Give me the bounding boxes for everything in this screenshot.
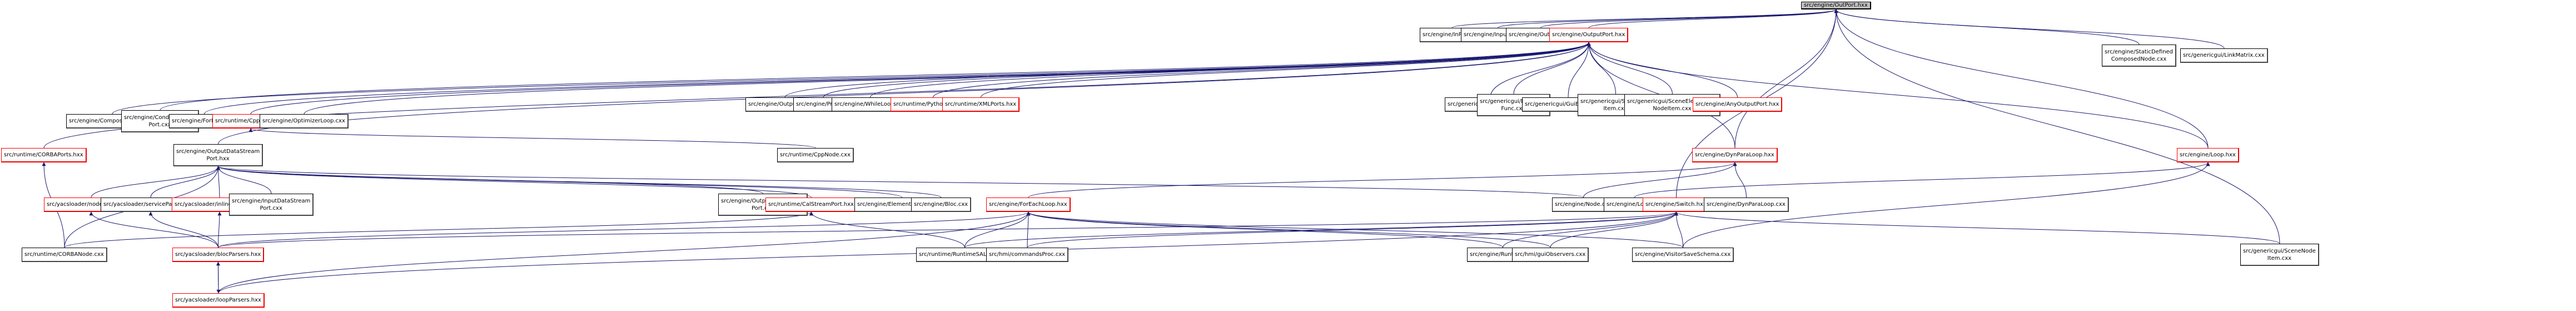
graph-node-foreachloop[interactable]: src/engine/ForEachLoop.hxx xyxy=(986,198,1071,212)
graph-node-corbaports[interactable]: src/runtime/CORBAPorts.hxx xyxy=(1,148,87,162)
edge-bloc-cxx-to-outputdatastream-hxx xyxy=(216,166,942,198)
graph-node-blocparsers[interactable]: src/yacsloader/blocParsers.hxx xyxy=(172,248,265,262)
edge-foreachloop-to-dynparaloop-hxx xyxy=(1028,162,1737,198)
graph-node-xmlports[interactable]: src/runtime/XMLPorts.hxx xyxy=(942,97,1020,112)
graph-node-bloc-cxx[interactable]: src/engine/Bloc.cxx xyxy=(911,198,972,212)
graph-node-commandsproc[interactable]: src/hmi/commandsProc.cxx xyxy=(986,248,1069,262)
edge-calstreamport-to-outputdatastream-hxx xyxy=(216,166,812,198)
graph-node-dynparaloop-cxx[interactable]: src/engine/DynParaLoop.cxx xyxy=(1704,198,1789,212)
edge-cppnode-to-cppports-hxx xyxy=(248,128,816,149)
edge-conditioninput-to-outputport-hxx xyxy=(160,42,1591,111)
graph-node-outputport-hxx[interactable]: src/engine/OutputPort.hxx xyxy=(1549,28,1629,42)
edge-editionloop-to-outputport-hxx xyxy=(1490,42,1591,98)
graph-node-loop-hxx[interactable]: src/engine/Loop.hxx xyxy=(2177,148,2239,162)
edge-node-cxx-to-outputdatastream-hxx xyxy=(216,166,1584,198)
edge-runtimesalome-to-calstreamport xyxy=(809,211,965,248)
graph-node-loopparsers[interactable]: src/yacsloader/loopParsers.hxx xyxy=(172,293,265,308)
graph-node-outport-hxx: src/engine/OutPort.hxx xyxy=(1801,2,1871,9)
edge-guiobservers-to-foreachloop xyxy=(1026,211,1551,248)
graph-node-linkmatrix[interactable]: src/genericgui/LinkMatrix.cxx xyxy=(2180,48,2268,63)
edge-scenebloc-to-outputport-hxx xyxy=(1587,42,1616,95)
edge-nodeparsers-to-outputdatastream-hxx xyxy=(91,166,220,198)
edge-runtimesalome-to-foreachloop xyxy=(964,211,1031,248)
graph-node-inputdatastream-cxx[interactable]: src/engine/InputDataStream Port.cxx xyxy=(229,194,314,216)
graph-node-calstreamport[interactable]: src/runtime/CalStreamPort.hxx xyxy=(765,198,857,212)
graph-node-outputdatastream-hxx[interactable]: src/engine/OutputDataStream Port.hxx xyxy=(173,144,263,166)
edge-proc-cxx-to-outputport-hxx xyxy=(823,42,1591,98)
graph-node-scenenodeitem[interactable]: src/genericgui/SceneNode Item.cxx xyxy=(2240,244,2319,266)
edge-sceneelementary-to-outputport-hxx xyxy=(1587,42,1673,95)
edge-commandsproc-to-switch-hxx xyxy=(1027,211,1678,248)
edge-blocparsers-to-loopparsers xyxy=(216,261,221,294)
edge-guiobservers-to-switch-hxx xyxy=(1550,211,1678,248)
edge-loop-cxx-to-loop-hxx xyxy=(1634,162,2210,198)
edge-corbanode-to-calstreamport xyxy=(64,211,813,248)
edge-blocparsers-to-switch-hxx xyxy=(218,211,1678,248)
edge-scenenodeitem-to-outport-hxx xyxy=(1834,9,2280,244)
edge-blocparsers-to-serviceparsers xyxy=(148,211,218,248)
edge-runtime-cxx-to-switch-hxx xyxy=(1503,211,1678,248)
graph-node-anyoutputport[interactable]: src/engine/AnyOutputPort.hxx xyxy=(1693,97,1783,112)
edge-editionpyfunc-to-outputport-hxx xyxy=(1513,42,1591,95)
edge-inputdatastream-cxx-to-outputdatastream-hxx xyxy=(216,166,272,194)
graph-node-optimizerloop[interactable]: src/engine/OptimizerLoop.cxx xyxy=(260,114,349,129)
edge-whileloop-cxx-to-outputport-hxx xyxy=(870,42,1591,98)
edge-blocparsers-to-foreachloop xyxy=(218,211,1031,248)
edge-pythonports-to-outputport-hxx xyxy=(933,42,1591,98)
edge-inputport-cxx-to-outport-hxx xyxy=(1498,9,1838,28)
edge-outputdatastream-hxx-to-outputport-hxx xyxy=(218,42,1591,145)
edge-runtimesalome-to-switch-hxx xyxy=(964,211,1678,248)
edge-commandsproc-to-foreachloop xyxy=(1026,211,1031,248)
edge-blocparsers-to-nodeparsers xyxy=(89,211,218,248)
edge-outport-cxx-to-outport-hxx xyxy=(1540,9,1838,28)
edge-dynparaloop-hxx-to-outport-hxx xyxy=(1734,9,1838,149)
graph-node-cppnode[interactable]: src/runtime/CppNode.cxx xyxy=(777,148,854,162)
edge-guiexecutor-to-outputport-hxx xyxy=(1568,42,1591,98)
edge-visitorsaveschema-to-loop-hxx xyxy=(1683,162,2210,248)
graph-node-switch-hxx[interactable]: src/engine/Switch.hxx xyxy=(1643,198,1710,212)
edge-elementarynode-to-outputdatastream-hxx xyxy=(216,166,902,198)
edge-inlineparsers-to-outputdatastream-hxx xyxy=(216,166,221,198)
graph-node-staticdefined[interactable]: src/engine/StaticDefined ComposedNode.cx… xyxy=(2102,45,2177,67)
edge-loop-hxx-to-outputport-hxx xyxy=(1587,42,2209,149)
edge-blocparsers-to-inlineparsers xyxy=(217,211,222,248)
edge-node-cxx-to-dynparaloop-hxx xyxy=(1583,162,1737,198)
graph-node-guiobservers[interactable]: src/hmi/guiObservers.cxx xyxy=(1512,248,1589,262)
edge-serviceparsers-to-outputdatastream-hxx xyxy=(150,166,220,198)
edge-dynparaloop-cxx-to-dynparaloop-hxx xyxy=(1733,162,1747,198)
edge-outputport-cxx-to-outputport-hxx xyxy=(784,42,1591,98)
edge-xmlports-to-outputport-hxx xyxy=(981,42,1591,98)
edge-scenenodeitem-to-switch-hxx xyxy=(1674,211,2280,244)
edge-anyoutputport-to-outputport-hxx xyxy=(1587,42,1738,98)
graph-node-visitorsaveschema[interactable]: src/engine/VisitorSaveSchema.cxx xyxy=(1632,248,1734,262)
graph-node-dynparaloop-hxx[interactable]: src/engine/DynParaLoop.hxx xyxy=(1692,148,1778,162)
edge-loop-hxx-to-outport-hxx xyxy=(1834,9,2209,149)
edge-outputport-hxx-to-outport-hxx xyxy=(1588,9,1838,28)
edge-linkmatrix-to-outport-hxx xyxy=(1834,9,2225,49)
edge-visitorsaveschema-to-switch-hxx xyxy=(1674,211,1683,248)
edge-runtime-cxx-to-foreachloop xyxy=(1026,211,1503,248)
graph-node-corbanode[interactable]: src/runtime/CORBANode.cxx xyxy=(22,248,107,262)
edge-loopparsers-to-foreachloop xyxy=(218,211,1031,294)
